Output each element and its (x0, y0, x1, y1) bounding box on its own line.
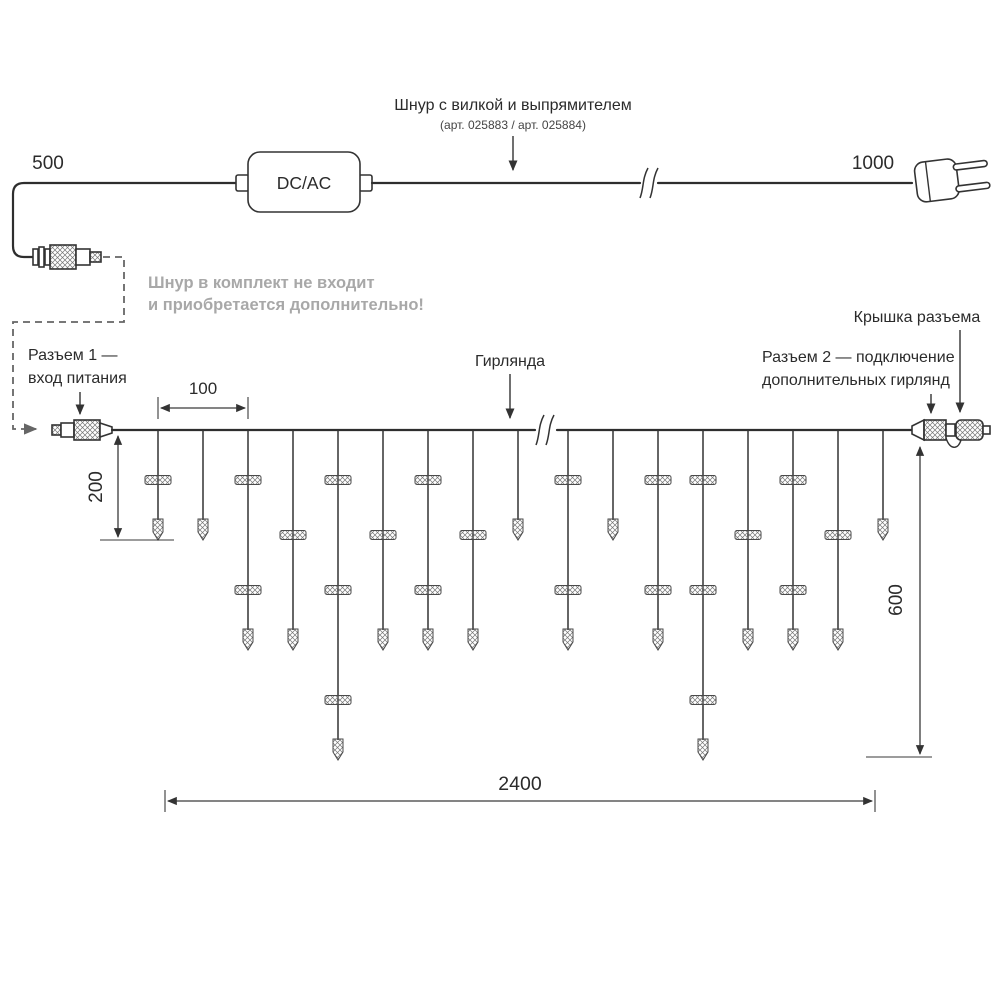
led-tip-bulb (197, 518, 209, 541)
adapter-right-nub (358, 174, 373, 192)
dc-ac-adapter: DC/AC (235, 151, 373, 213)
cord-article: (арт. 025883 / арт. 025884) (440, 118, 586, 132)
led-bulb (779, 585, 807, 595)
not-included-note-line1: Шнур в комплект не входит (148, 274, 375, 292)
led-bulb (689, 585, 717, 595)
connector-cap-icon (945, 419, 991, 448)
garland-drop (459, 430, 487, 651)
cord-break-icon (639, 167, 659, 199)
led-bulb (414, 475, 442, 485)
garland-drop (824, 430, 852, 651)
dim-1000-label: 1000 (852, 153, 894, 174)
led-tip-bulb (832, 628, 844, 651)
led-tip-bulb (377, 628, 389, 651)
garland-drop (279, 430, 307, 651)
led-bulb (234, 585, 262, 595)
dim-long-drop: 600 (866, 445, 932, 758)
power-cord-left-wire (11, 181, 240, 259)
garland-drop (644, 430, 672, 651)
dim-100-label: 100 (189, 379, 217, 398)
led-tip-bulb (467, 628, 479, 651)
adapter-body (247, 151, 361, 213)
led-tip-bulb (512, 518, 524, 541)
garland-drop (779, 430, 807, 651)
led-bulb (644, 585, 672, 595)
led-bulb (554, 475, 582, 485)
led-tip-bulb (877, 518, 889, 541)
garland-start-connector-icon (51, 419, 113, 441)
garland-drop (877, 430, 889, 541)
led-tip-bulb (422, 628, 434, 651)
cap-label: Крышка разъема (854, 309, 981, 326)
garland-break-icon (535, 414, 555, 446)
dim-2400-label: 2400 (498, 773, 542, 795)
led-bulb (459, 530, 487, 540)
dim-600-label: 600 (886, 584, 907, 616)
led-tip-bulb (742, 628, 754, 651)
garland-drop (234, 430, 262, 651)
led-bulb (324, 585, 352, 595)
led-tip-bulb (607, 518, 619, 541)
power-plug-icon (913, 158, 991, 203)
power-cord-section: 500 1000 Шнур с вилкой и выпрямителем (а… (11, 97, 991, 435)
power-connector-icon (32, 244, 102, 270)
garland-drop (414, 430, 442, 651)
garland-drop (197, 430, 209, 541)
led-tip-bulb (652, 628, 664, 651)
garland-end-connector-icon (911, 418, 956, 442)
led-bulb (324, 475, 352, 485)
garland-drop (734, 430, 762, 651)
garland-drop (689, 430, 717, 761)
garland-drop (144, 430, 172, 541)
led-bulb (279, 530, 307, 540)
connector2-label-line2: дополнительных гирлянд (762, 372, 950, 389)
led-bulb (689, 475, 717, 485)
led-bulb (234, 475, 262, 485)
led-tip-bulb (787, 628, 799, 651)
led-bulb (324, 695, 352, 705)
garland-label: Гирлянда (475, 353, 545, 370)
dc-ac-label: DC/AC (277, 173, 331, 193)
led-bulb (779, 475, 807, 485)
led-tip-bulb (562, 628, 574, 651)
connector2-label-line1: Разъем 2 — подключение (762, 349, 955, 366)
led-tip-bulb (697, 738, 709, 761)
connector1-label-line1: Разъем 1 — (28, 347, 118, 364)
led-bulb (734, 530, 762, 540)
led-tip-bulb (287, 628, 299, 651)
led-tip-bulb (332, 738, 344, 761)
dim-total-length: 2400 (164, 773, 876, 812)
garland-drop (512, 430, 524, 541)
cord-title: Шнур с вилкой и выпрямителем (394, 97, 631, 114)
adapter-left-nub (235, 174, 250, 192)
not-included-note-line2: и приобретается дополнительно! (148, 296, 424, 314)
led-tip-bulb (242, 628, 254, 651)
garland-section: Разъем 1 — вход питания Гирлянда Крышка … (28, 309, 991, 812)
led-bulb (554, 585, 582, 595)
dim-500-label: 500 (32, 153, 64, 174)
dim-drop-spacing: 100 (157, 379, 249, 419)
garland-drops (144, 430, 889, 761)
led-bulb (689, 695, 717, 705)
garland-drop (554, 430, 582, 651)
connector1-label-line2: вход питания (28, 370, 127, 387)
dim-200-label: 200 (86, 471, 107, 503)
led-bulb (644, 475, 672, 485)
led-bulb (824, 530, 852, 540)
garland-drop (369, 430, 397, 651)
garland-drop (324, 430, 352, 761)
led-tip-bulb (152, 518, 164, 541)
led-bulb (369, 530, 397, 540)
garland-drop (607, 430, 619, 541)
dim-short-drop: 200 (86, 434, 174, 541)
led-bulb (144, 475, 172, 485)
led-bulb (414, 585, 442, 595)
not-included-dashed-path (12, 256, 125, 435)
